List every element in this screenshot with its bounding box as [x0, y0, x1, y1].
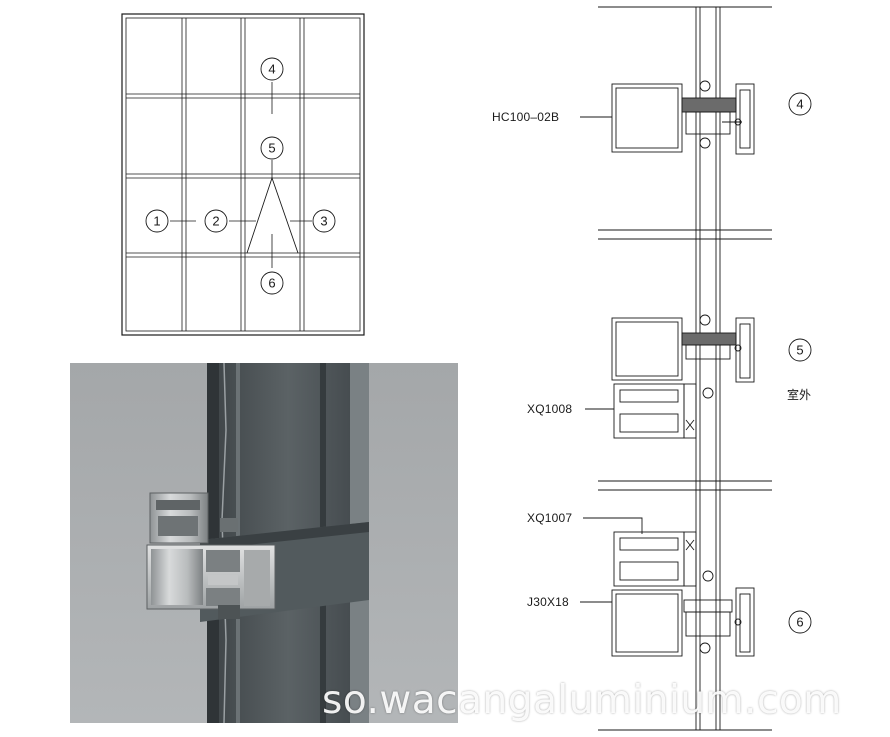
label-hc100-02b: HC100–02B: [492, 110, 559, 124]
profile-photo: [70, 362, 458, 724]
section-callout-4: 4: [788, 92, 812, 116]
callout-3: 3: [312, 209, 336, 233]
callout-1: 1: [145, 209, 169, 233]
section-callouts: 4 5 6: [788, 92, 812, 634]
svg-text:6: 6: [268, 276, 275, 291]
svg-text:6: 6: [796, 615, 803, 630]
svg-text:1: 1: [153, 214, 160, 229]
elevation-grid: [121, 13, 365, 336]
callout-4: 4: [260, 57, 284, 81]
callout-5: 5: [260, 136, 284, 160]
svg-text:2: 2: [212, 214, 219, 229]
watermark-text: so.wacangaluminium.com: [322, 678, 842, 723]
elevation-callouts: 1 2 3 4 5 6: [145, 57, 336, 295]
section-callout-5: 5: [788, 338, 812, 362]
section-5-profile: [611, 314, 755, 439]
label-xq1008: XQ1008: [527, 402, 572, 416]
label-xq1007: XQ1007: [527, 511, 572, 525]
svg-text:5: 5: [796, 343, 803, 358]
section-details: [580, 6, 772, 731]
section-callout-6: 6: [788, 610, 812, 634]
svg-text:4: 4: [268, 62, 275, 77]
svg-text:5: 5: [268, 141, 275, 156]
svg-text:4: 4: [796, 97, 803, 112]
svg-text:3: 3: [320, 214, 327, 229]
callout-6: 6: [260, 271, 284, 295]
outside-label: 室外: [787, 388, 812, 402]
label-j30x18: J30X18: [527, 595, 569, 609]
callout-2: 2: [204, 209, 228, 233]
section-4-profile: [611, 80, 755, 155]
section-6-profile: [611, 531, 755, 657]
